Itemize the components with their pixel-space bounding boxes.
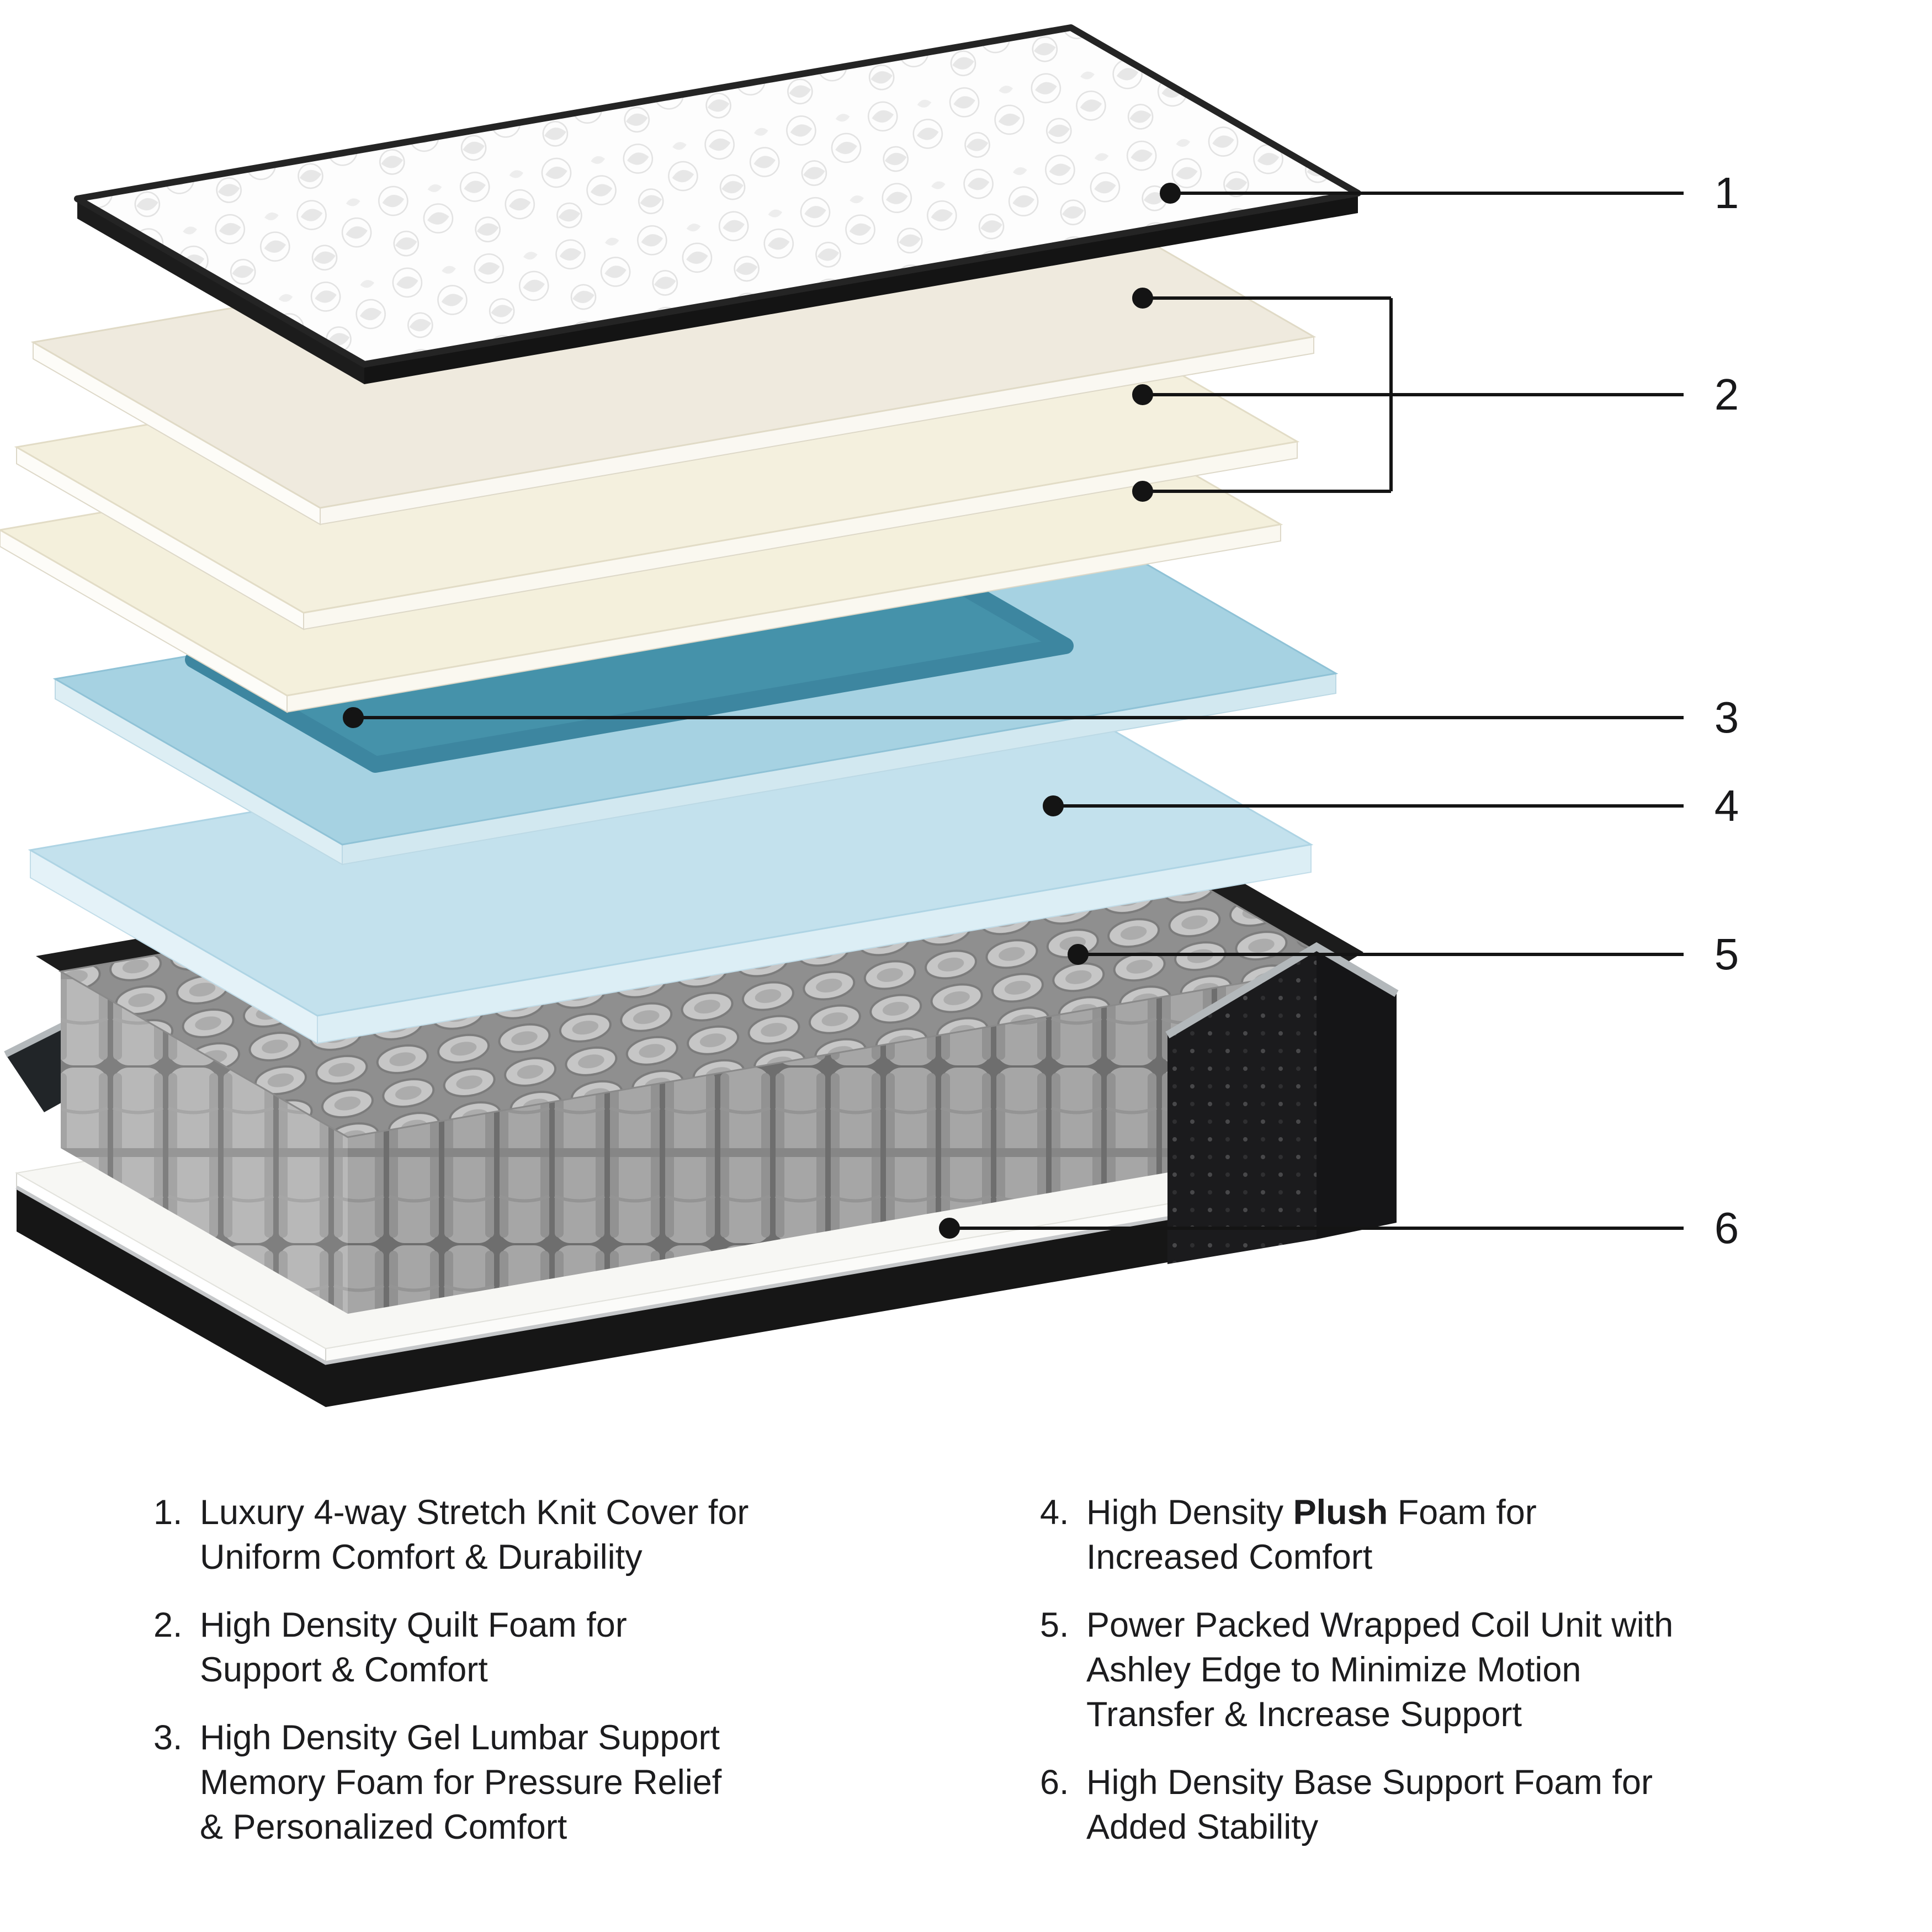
legend-item-4-bold-word: Plush xyxy=(1293,1493,1388,1532)
legend-item-2-line: High Density Quilt Foam for xyxy=(200,1606,627,1644)
legend-item-6-line: High Density Base Support Foam for xyxy=(1086,1763,1653,1802)
legend-item-4-number: 4. xyxy=(1040,1493,1069,1532)
legend-item-1-line: Luxury 4-way Stretch Knit Cover for xyxy=(200,1493,749,1532)
legend-item-5-line: Transfer & Increase Support xyxy=(1086,1695,1522,1734)
legend-item-4-line: Increased Comfort xyxy=(1086,1538,1373,1577)
callout-number-4: 4 xyxy=(1715,781,1739,830)
legend-item-3-line: Memory Foam for Pressure Relief xyxy=(200,1763,722,1802)
callout-number-3: 3 xyxy=(1715,693,1739,742)
legend-column-right: 4. High Density Plush Foam for Increased… xyxy=(1040,1490,1923,1873)
callout-number-6: 6 xyxy=(1715,1203,1739,1252)
cover-side-right xyxy=(364,193,1358,384)
legend-item-5-line: Power Packed Wrapped Coil Unit with xyxy=(1086,1606,1674,1644)
callouts: 1 2 3 4 5 6 xyxy=(343,168,1739,1252)
panel-silver-trim xyxy=(1165,942,1399,1039)
legend-item-2-number: 2. xyxy=(153,1606,183,1644)
callout-line-2-bracket xyxy=(1143,296,1684,493)
legend-item-3-line: & Personalized Comfort xyxy=(200,1808,567,1846)
legend-item-3: 3. High Density Gel Lumbar Support Memor… xyxy=(153,1716,1004,1850)
callout-number-5: 5 xyxy=(1715,930,1739,979)
callout-dot-3 xyxy=(343,707,364,728)
callout-dot-6 xyxy=(939,1218,960,1239)
legend-item-1-line: Uniform Comfort & Durability xyxy=(200,1538,643,1577)
panel-right-face xyxy=(1317,947,1397,1239)
legend-item-1: 1. Luxury 4-way Stretch Knit Cover for U… xyxy=(153,1490,1004,1580)
layer-plush-foam xyxy=(28,678,1314,1044)
legend-item-6-number: 6. xyxy=(1040,1763,1069,1802)
callout-dot-5 xyxy=(1068,944,1089,965)
panel-left-face xyxy=(1167,947,1317,1264)
legend-item-6-line: Added Stability xyxy=(1086,1808,1319,1846)
coil-front-right-face xyxy=(348,966,1341,1314)
legend: 1. Luxury 4-way Stretch Knit Cover for U… xyxy=(0,1490,1932,1910)
frame-right-corner-panel xyxy=(1165,942,1399,1264)
callout-dot-2c xyxy=(1132,481,1153,502)
base-black-band-right xyxy=(326,1187,1347,1407)
legend-column-left: 1. Luxury 4-way Stretch Knit Cover for U… xyxy=(153,1490,1004,1873)
legend-item-4-line: High Density Plush Foam for xyxy=(1086,1493,1537,1532)
legend-item-5-line: Ashley Edge to Minimize Motion xyxy=(1086,1650,1581,1689)
legend-item-2: 2. High Density Quilt Foam for Support &… xyxy=(153,1603,1004,1692)
legend-item-2-line: Support & Comfort xyxy=(200,1650,488,1689)
legend-item-5-number: 5. xyxy=(1040,1606,1069,1644)
callout-dot-2b xyxy=(1132,384,1153,405)
legend-item-5: 5. Power Packed Wrapped Coil Unit with A… xyxy=(1040,1603,1923,1737)
callout-number-1: 1 xyxy=(1715,168,1739,217)
legend-item-3-line: High Density Gel Lumbar Support xyxy=(200,1718,720,1757)
callout-dot-4 xyxy=(1043,795,1064,816)
legend-item-1-number: 1. xyxy=(153,1493,183,1532)
callout-dot-1 xyxy=(1160,183,1181,204)
base-black-band-left xyxy=(17,1187,326,1407)
base-silver-trim xyxy=(15,1185,1347,1365)
cover-side-left xyxy=(77,199,364,384)
callout-dot-2a xyxy=(1132,288,1153,309)
callout-number-2: 2 xyxy=(1715,370,1739,419)
legend-item-3-number: 3. xyxy=(153,1718,183,1757)
coil-front-left-face xyxy=(61,972,348,1314)
legend-item-4: 4. High Density Plush Foam for Increased… xyxy=(1040,1490,1923,1580)
layer-knit-cover xyxy=(74,24,1361,384)
legend-item-6: 6. High Density Base Support Foam for Ad… xyxy=(1040,1760,1923,1850)
